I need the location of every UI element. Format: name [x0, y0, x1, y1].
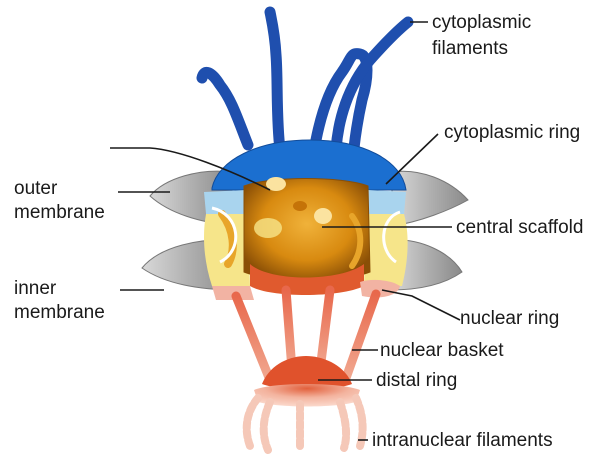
cytoplasmic-ring-segment-right	[366, 190, 406, 214]
label-outer-membrane-1: outer	[14, 178, 58, 199]
label-nuclear-ring: nuclear ring	[460, 308, 559, 329]
label-cytoplasmic-filaments-1: cytoplasmic	[432, 12, 531, 33]
label-inner-membrane-1: inner	[14, 278, 57, 299]
central-scaffold	[222, 177, 370, 280]
cytoplasmic-filaments	[202, 12, 408, 150]
leader-nuclear-ring	[382, 290, 460, 320]
label-central-scaffold: central scaffold	[456, 217, 583, 238]
label-nuclear-basket: nuclear basket	[380, 340, 504, 361]
label-intranuclear-filaments: intranuclear filaments	[372, 430, 553, 451]
label-distal-ring: distal ring	[376, 370, 457, 391]
cytoplasmic-ring-segment-left	[204, 190, 248, 214]
label-outer-membrane-2: membrane	[14, 202, 105, 223]
label-inner-membrane-2: membrane	[14, 302, 105, 323]
label-cytoplasmic-filaments-2: filaments	[432, 38, 508, 59]
label-cytoplasmic-ring: cytoplasmic ring	[444, 122, 580, 143]
